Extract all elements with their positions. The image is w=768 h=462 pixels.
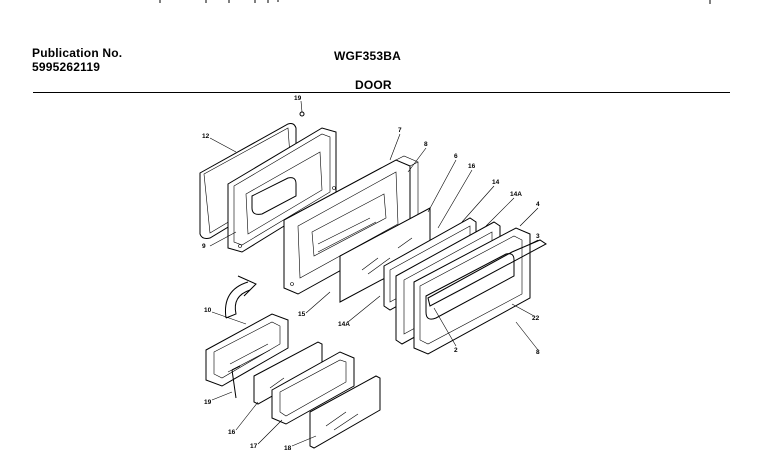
callout-12: 12: [202, 133, 210, 140]
callout-3: 3: [536, 233, 540, 240]
callout-19-bottom: 19: [204, 399, 212, 406]
callout-19-top: 19: [294, 95, 302, 102]
callout-8-upper: 8: [424, 141, 428, 148]
callout-8-lower: 8: [536, 349, 540, 356]
leader-lines: [209, 100, 539, 447]
part-18-outer-glass: [309, 375, 381, 449]
callout-14a-left: 14A: [338, 321, 350, 328]
callout-9: 9: [202, 243, 206, 250]
publication-label: Publication No.: [32, 46, 123, 60]
callout-6: 6: [454, 153, 458, 160]
callout-14: 14: [492, 179, 500, 186]
callout-15: 15: [298, 311, 306, 318]
publication-number: 5995262119: [32, 60, 101, 74]
callout-22: 22: [532, 315, 540, 322]
callout-17: 17: [250, 443, 258, 450]
header-divider: [33, 92, 730, 93]
part-3-outer-door-frame: [413, 227, 547, 355]
callout-4: 4: [536, 201, 540, 208]
callout-14a-right: 14A: [510, 191, 522, 198]
model-number: WGF353BA: [334, 49, 401, 63]
part-17-glass-retainer: [271, 351, 355, 425]
part-10-glass-frame: [205, 313, 289, 387]
callout-7: 7: [398, 127, 402, 134]
callout-18: 18: [284, 445, 292, 452]
section-title: DOOR: [355, 78, 392, 92]
callout-10: 10: [204, 307, 212, 314]
callout-2: 2: [454, 347, 458, 354]
assembly-arrow: [224, 275, 257, 319]
callout-16-bottom: 16: [228, 429, 236, 436]
callout-16: 16: [468, 163, 476, 170]
top-edge-marks: [159, 0, 711, 4]
